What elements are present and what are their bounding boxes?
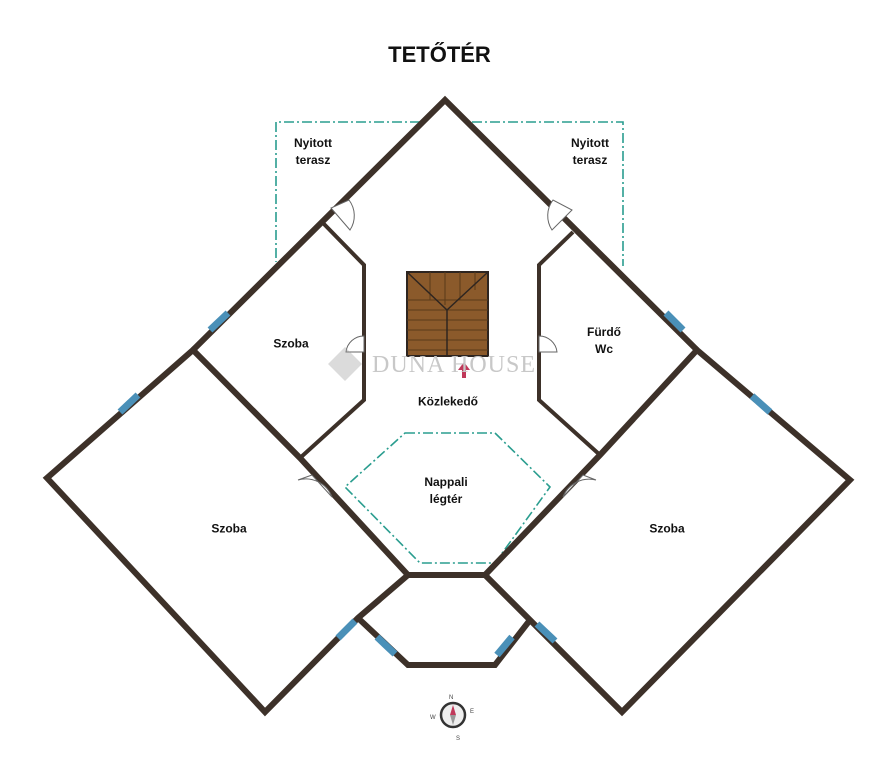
door: [562, 474, 597, 498]
window: [534, 621, 558, 644]
terrace-right-outline: [472, 121, 624, 266]
wall-bathroom: [537, 230, 602, 457]
staircase: [406, 271, 489, 357]
compass-e: E: [470, 709, 474, 715]
door: [538, 335, 558, 353]
compass-n: N: [449, 695, 453, 701]
window: [335, 618, 358, 641]
window: [749, 393, 773, 415]
window: [374, 634, 398, 657]
compass-icon: N E S W: [430, 695, 474, 742]
watermark-text: DUNA HOUSE: [372, 352, 537, 378]
window: [117, 392, 141, 415]
label-room-left: Szoba: [211, 521, 247, 536]
door: [345, 335, 365, 353]
window: [663, 310, 686, 333]
window: [207, 310, 231, 333]
terrace-left-outline: [275, 121, 420, 262]
door: [330, 199, 355, 231]
wall-roof: [190, 95, 700, 353]
label-hallway: Közlekedő: [417, 394, 479, 409]
compass-w: W: [430, 715, 436, 721]
door: [297, 474, 333, 498]
stairs-arrow-icon: [458, 362, 470, 378]
label-small-room: Szoba: [273, 336, 309, 351]
watermark-logo: [328, 347, 362, 381]
compass-s: S: [456, 736, 460, 742]
door: [547, 199, 573, 231]
wall-small-room: [298, 220, 366, 460]
window: [494, 634, 515, 658]
label-room-right: Szoba: [649, 521, 685, 536]
plan-title: TETŐTÉR: [388, 42, 491, 67]
